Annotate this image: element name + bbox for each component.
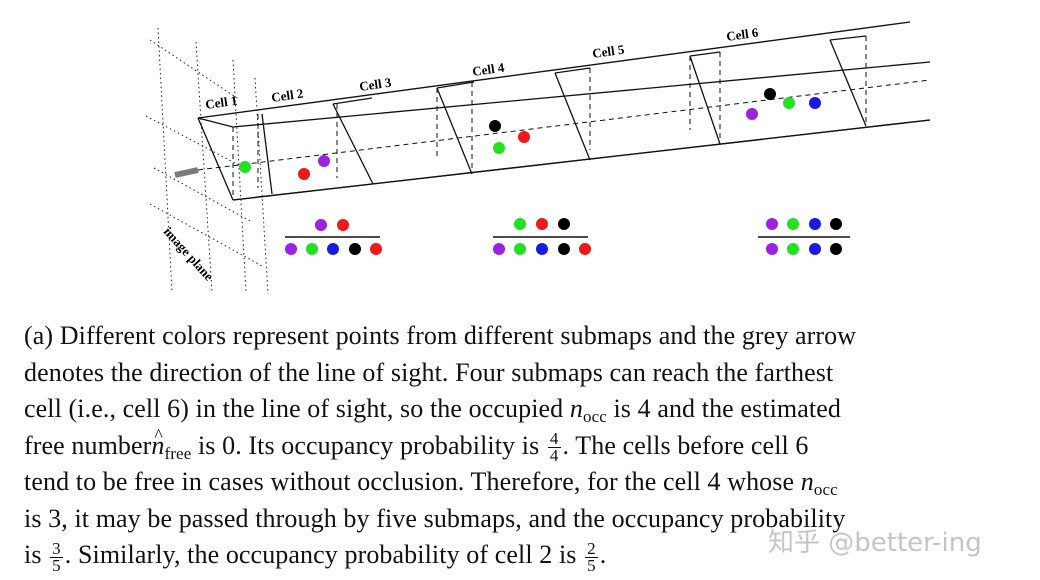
caption-text: . Similarly, the occupancy probability o… xyxy=(64,540,584,569)
dot-green xyxy=(514,243,526,255)
math-n: n xyxy=(800,467,814,496)
dot-black xyxy=(830,243,842,255)
fraction-numerator: 4 xyxy=(547,429,561,449)
figure-caption: (a) Different colors represent points fr… xyxy=(24,318,1034,574)
caption-text: is xyxy=(24,540,49,569)
image-plane-label: image plane xyxy=(161,224,217,284)
hidden-edges xyxy=(197,36,931,200)
dot-purple xyxy=(315,219,327,231)
fraction-denominator: 5 xyxy=(52,555,61,575)
cell-label-3: Cell 3 xyxy=(358,75,392,94)
dot-purple xyxy=(285,243,297,255)
dot-blue xyxy=(809,218,821,230)
dot-purple xyxy=(766,218,778,230)
dot-black xyxy=(558,243,570,255)
watermark: 知乎 @better-ing xyxy=(768,528,982,558)
sight-arrow xyxy=(174,167,199,178)
math-sub-free: free xyxy=(164,443,192,463)
math-n: n xyxy=(569,394,583,423)
dot-blue xyxy=(536,243,548,255)
dot-blue xyxy=(327,243,339,255)
dot-blue xyxy=(809,243,821,255)
point-purple xyxy=(318,155,330,167)
fraction-denominator: 4 xyxy=(549,446,559,466)
dot-black xyxy=(349,243,361,255)
caption-line-3: cell (i.e., cell 6) in the line of sight… xyxy=(24,391,1034,428)
point-black xyxy=(489,120,501,132)
caption-text: . xyxy=(599,540,607,569)
caption-line-1: (a) Different colors represent points fr… xyxy=(24,321,857,350)
dot-green xyxy=(787,243,799,255)
fraction-denominator: 5 xyxy=(587,555,596,575)
cell-points xyxy=(239,88,821,180)
sight-tube xyxy=(197,21,931,201)
cell2-fraction xyxy=(285,219,382,255)
dot-purple xyxy=(493,243,505,255)
dot-black xyxy=(558,218,570,230)
point-green xyxy=(239,161,251,173)
image-plane-grid xyxy=(145,27,269,295)
point-black xyxy=(764,88,776,100)
dot-red xyxy=(337,219,349,231)
dot-red xyxy=(370,243,382,255)
line-of-sight-figure: image plane Cell 1 Cell 2 Ce xyxy=(145,21,931,295)
caption-text: is 4 and the estimated xyxy=(606,394,841,423)
dot-black xyxy=(830,218,842,230)
point-red xyxy=(298,168,310,180)
caption-text: is 0. Its occupancy probability is xyxy=(191,430,546,460)
dot-red xyxy=(536,218,548,230)
cell-label-4: Cell 4 xyxy=(471,60,505,79)
fraction-numerator: 2 xyxy=(585,538,598,558)
dot-purple xyxy=(766,243,778,255)
point-green xyxy=(783,97,795,109)
point-green xyxy=(493,142,505,154)
caption-line-6: is 3, it may be passed through by five s… xyxy=(24,503,846,533)
point-blue xyxy=(809,97,821,109)
dot-green xyxy=(514,218,526,230)
cell6-fraction xyxy=(758,218,850,255)
dot-green xyxy=(787,218,799,230)
caption-line-5: tend to be free in cases without occlusi… xyxy=(24,464,1034,501)
dot-red xyxy=(579,243,591,255)
caption-text: free number xyxy=(24,430,152,460)
cell-label-6: Cell 6 xyxy=(725,25,759,44)
caption-text: tend to be free in cases without occlusi… xyxy=(24,467,801,496)
fraction-numerator: 3 xyxy=(50,538,63,558)
cell-label-1: Cell 1 xyxy=(204,93,238,112)
math-n-hat: n xyxy=(151,431,164,460)
caption-text: cell (i.e., cell 6) in the line of sight… xyxy=(24,394,570,423)
cell-label-5: Cell 5 xyxy=(591,42,625,61)
math-sub-occ: occ xyxy=(582,407,607,426)
caption-line-4: free numbernfree is 0. Its occupancy pro… xyxy=(24,428,1034,466)
dot-green xyxy=(306,243,318,255)
point-purple xyxy=(746,108,758,120)
math-sub-occ: occ xyxy=(813,480,838,499)
caption-line-2: denotes the direction of the line of sig… xyxy=(24,357,834,387)
cell-label-2: Cell 2 xyxy=(270,86,304,105)
cell4-fraction xyxy=(493,218,591,255)
point-red xyxy=(518,131,530,143)
caption-text: . The cells before cell 6 xyxy=(562,430,809,460)
